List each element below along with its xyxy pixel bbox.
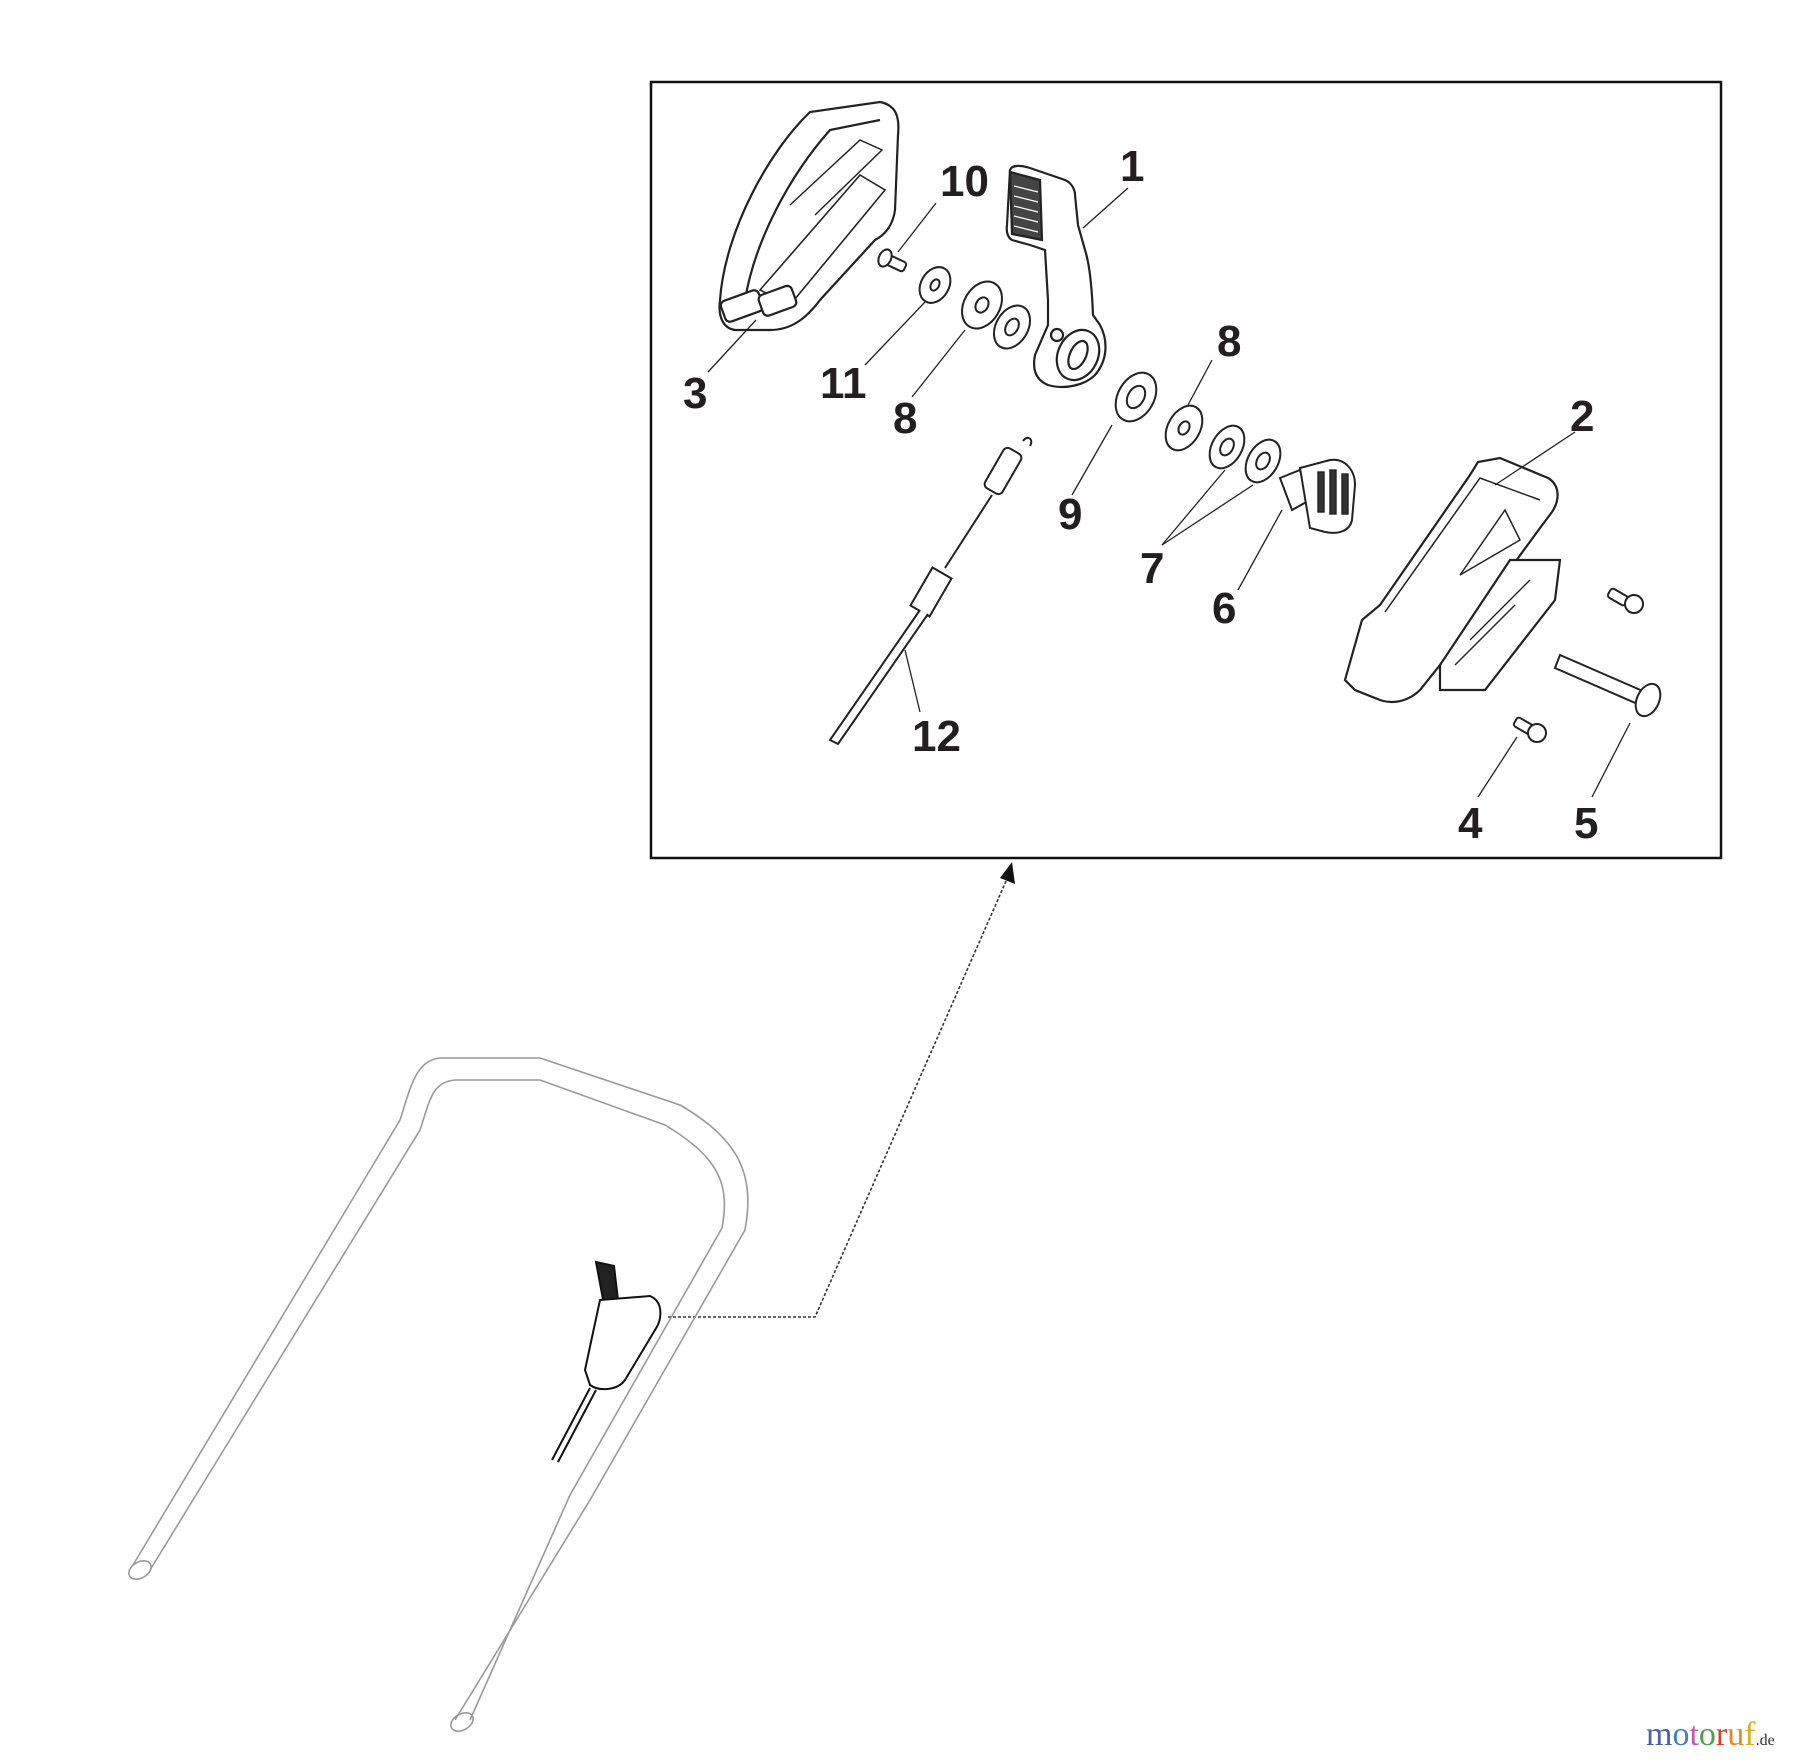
- detail-box: [649, 80, 1723, 860]
- watermark-letter: o: [1698, 1716, 1716, 1753]
- part-1-lever: [1005, 164, 1107, 389]
- watermark-letter: f: [1744, 1716, 1756, 1753]
- watermark-letter: t: [1689, 1716, 1699, 1753]
- callout-4: 4: [1458, 799, 1483, 848]
- watermark-letter: m: [1646, 1716, 1673, 1753]
- motoruf-watermark: motoruf.de: [1646, 1718, 1775, 1752]
- watermark-tld: .de: [1755, 1732, 1775, 1749]
- part-6-gear: [1278, 458, 1357, 534]
- callout-9: 9: [1058, 490, 1083, 539]
- part-2-right-cover: [1343, 456, 1562, 704]
- part-7-washers: [1208, 424, 1282, 484]
- part-9-washer: [1114, 371, 1158, 423]
- callout-10: 10: [940, 157, 989, 206]
- callout-12: 12: [912, 712, 961, 761]
- callout-5: 5: [1574, 799, 1599, 848]
- handle-control-assembly: [551, 1260, 662, 1463]
- part-11-washer: [918, 266, 952, 304]
- callout-1: 1: [1120, 142, 1145, 191]
- part-4-screw-lower: [1512, 716, 1547, 743]
- callout-6: 6: [1212, 584, 1237, 633]
- callout-8-upper: 8: [893, 394, 918, 443]
- callout-3: 3: [683, 369, 708, 418]
- callout-7: 7: [1140, 544, 1165, 593]
- callout-11: 11: [820, 359, 867, 408]
- part-4-screw-upper: [1606, 587, 1644, 614]
- mower-handle: [128, 1057, 749, 1732]
- watermark-letter: r: [1715, 1716, 1728, 1753]
- part-8-washer-upper: [961, 280, 1032, 350]
- callout-8-lower: 8: [1217, 317, 1242, 366]
- part-10-screw: [877, 248, 908, 273]
- callout-2: 2: [1570, 392, 1595, 441]
- part-5-bolt: [1553, 653, 1662, 718]
- watermark-letter: o: [1672, 1716, 1690, 1753]
- part-12-cable: [828, 436, 1033, 746]
- watermark-letter: u: [1727, 1716, 1745, 1753]
- part-3-left-cover: [718, 100, 900, 332]
- part-8-washer-lower: [1164, 404, 1204, 452]
- leader-arrow: [668, 862, 1015, 1318]
